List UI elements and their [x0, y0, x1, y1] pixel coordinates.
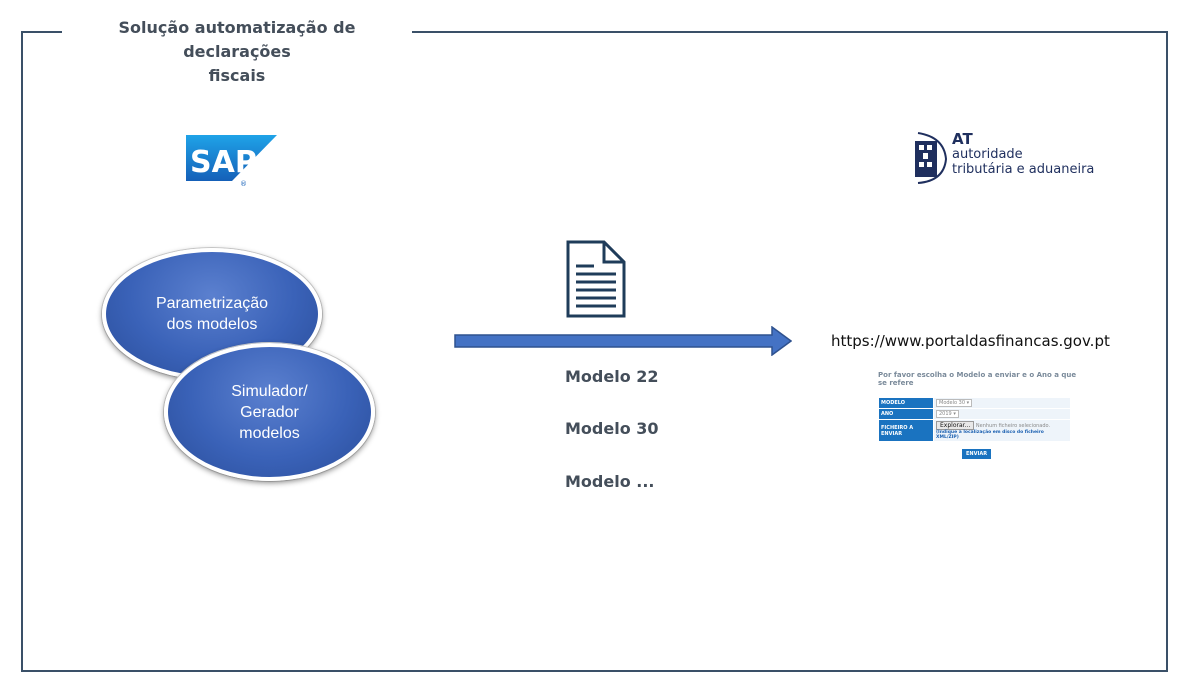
modelo-label: MODELO [879, 398, 933, 408]
at-logo-acronym: AT [952, 130, 973, 148]
ellipse2-line-2: Gerador [240, 403, 299, 421]
at-emblem-icon [915, 132, 948, 184]
enviar-button[interactable]: ENVIAR [962, 449, 992, 459]
title-line-1: Solução automatização de declarações [118, 18, 356, 61]
sap-logo-text: SAP [190, 145, 257, 180]
modelo-other-label: Modelo ... [565, 472, 655, 491]
portal-url: https://www.portaldasfinancas.gov.pt [831, 332, 1110, 350]
ellipse2-line-1: Simulador/ [231, 382, 308, 400]
ficheiro-label: FICHEIRO A ENVIAR [879, 420, 933, 441]
file-hint: (Indique a localização em disco do fiche… [936, 430, 1044, 440]
diagram-title: Solução automatização de declarações fis… [62, 16, 412, 88]
form-row-modelo: MODELO Modelo 30 ▾ [879, 398, 1070, 408]
at-logo: AT autoridade tributária e aduaneira [914, 131, 1114, 187]
at-logo-line-1: autoridade [952, 147, 1023, 162]
title-line-2: fiscais [208, 66, 266, 85]
ellipse1-line-1: Parametrização [155, 295, 269, 312]
at-logo-line-2: tributária e aduaneira [952, 162, 1095, 177]
modelo-22-label: Modelo 22 [565, 367, 659, 386]
ellipse2-line-3: modelos [239, 424, 300, 442]
document-icon [566, 240, 626, 318]
sap-logo: SAP ® [186, 135, 277, 187]
form-row-ano: ANO 2019 ▾ [879, 409, 1070, 419]
explorar-button[interactable]: Explorar... [936, 421, 975, 430]
ellipse-simulador: Simulador/ Gerador modelos [164, 343, 375, 481]
modelo-30-label: Modelo 30 [565, 419, 659, 438]
ellipse1-line-2: dos modelos [166, 316, 258, 333]
ano-label: ANO [879, 409, 933, 419]
modelo-select[interactable]: Modelo 30 ▾ [936, 399, 973, 407]
registered-mark: ® [240, 180, 247, 187]
portal-form: Por favor escolha o Modelo a enviar e o … [878, 371, 1078, 459]
diagram-frame [21, 31, 1168, 672]
portal-form-table: MODELO Modelo 30 ▾ ANO 2019 ▾ FICHEIRO A… [878, 397, 1071, 442]
ano-select[interactable]: 2019 ▾ [936, 410, 959, 418]
portal-question: Por favor escolha o Modelo a enviar e o … [878, 371, 1077, 387]
form-row-ficheiro: FICHEIRO A ENVIAR Explorar... Nenhum fic… [879, 420, 1070, 441]
flow-arrow [454, 326, 792, 356]
file-status: Nenhum ficheiro selecionado. [975, 423, 1051, 429]
